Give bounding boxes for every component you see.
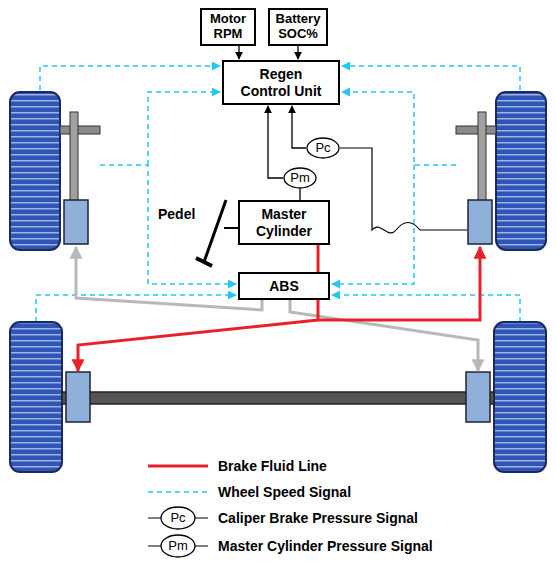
ellipse-outline [307,138,339,158]
node-text: Regen Control Unit [236,66,326,98]
legend-line-sample [148,465,208,468]
legend-line-sample [148,491,208,493]
signal-wire [340,148,467,233]
wheel-speed-line [100,165,236,284]
brake-fluid-line [78,320,318,371]
tire [10,92,60,250]
connector [317,245,320,272]
brake-fluid-line [76,247,262,310]
node-text: Pm [290,171,310,186]
legend-text: Master Cylinder Pressure Signal [218,538,433,554]
wheel-speed-line [342,66,520,90]
tire [496,92,546,250]
stub-axle [60,126,100,134]
legend-samples [148,466,208,557]
symbol-text: Pc [170,511,185,526]
node-text: Motor RPM [204,12,252,42]
symbol-text: Pm [168,539,188,554]
brake-lines [76,247,480,371]
part-label: Pedel [158,206,195,222]
tire [494,322,546,472]
kingpin [478,112,486,202]
control-unit-box: Regen Control Unit [222,60,340,105]
node-text: Master Cylinder [246,206,322,238]
connector [268,106,283,178]
caliper [66,372,90,422]
node-text: Pc [315,141,330,156]
wheel-speed-line [36,295,236,322]
abs-box: ABS [238,272,330,300]
tire [10,322,62,472]
signal-circle: Pm [283,167,317,189]
legend-circle-sample [161,535,195,557]
signal-circle: Pc [306,137,340,159]
legend-circle-sample [161,507,195,529]
brake-fluid-line [318,247,480,320]
kingpin [70,112,78,202]
connector [299,189,300,200]
legend-text: Caliper Brake Pressure Signal [218,510,418,526]
legend-text: Brake Fluid Line [218,458,327,474]
input-box: Motor RPM [200,8,256,46]
stub-axle [456,126,496,134]
caliper [64,200,88,244]
connector [238,46,239,59]
rear-axle [62,392,494,404]
connector [297,46,298,59]
ellipse-outline [284,168,316,188]
wheel-speed-line [148,92,220,165]
node-text: Battery SOC% [272,12,324,42]
master-cylinder-box: Master Cylinder [238,200,330,245]
push-rod [224,227,238,229]
wheel-speed-line [332,295,520,322]
wheel-speed-line [40,66,220,90]
input-box: Battery SOC% [268,8,328,46]
pedal-pad [196,258,212,266]
node-text: ABS [269,278,299,294]
pedal-lever [204,200,226,262]
wheel-speed-line [342,92,456,165]
caliper [468,200,492,244]
connector [292,106,306,148]
legend-text: Wheel Speed Signal [218,484,351,500]
caliper [466,372,490,422]
